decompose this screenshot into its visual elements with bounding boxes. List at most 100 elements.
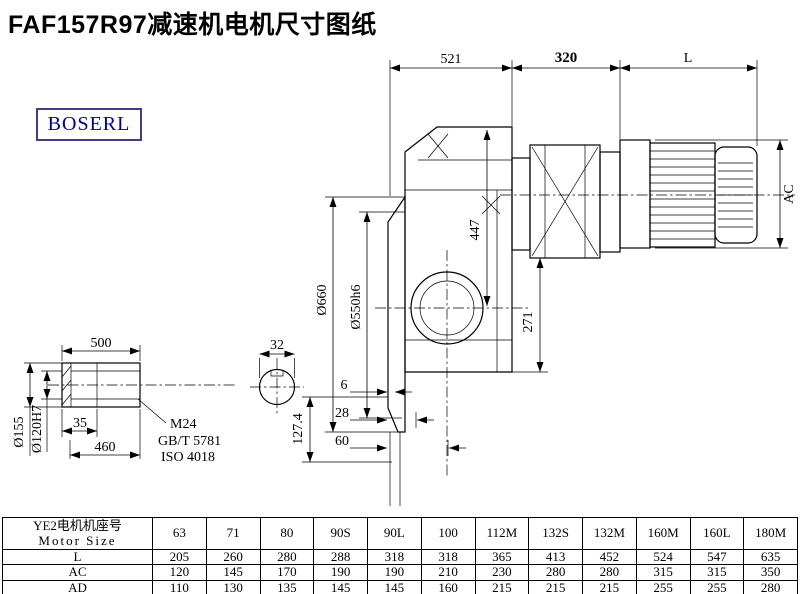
- col-header: 100: [420, 517, 476, 550]
- table-cell: 120: [152, 564, 207, 581]
- output-flange: [387, 195, 406, 506]
- gearbox-body: [404, 126, 513, 373]
- dim-d550h6: Ø550h6: [349, 284, 364, 329]
- shaft-detail: 500 35 460 Ø155 Ø120H7 M24 GB/T 5781 ISO…: [12, 336, 221, 465]
- shaft-section-view: 32: [258, 338, 296, 406]
- dim-AC: AC: [782, 184, 797, 203]
- table-cell: 315: [635, 564, 691, 581]
- dim-iso4018: ISO 4018: [161, 450, 215, 465]
- centerlines: [48, 194, 795, 478]
- table-cell: 413: [528, 548, 583, 566]
- row-label: AC: [2, 564, 153, 581]
- table-cell: 318: [420, 548, 476, 566]
- dim-6: 6: [341, 378, 348, 393]
- adapter-housing: [511, 144, 621, 259]
- table-cell: 160: [420, 579, 476, 594]
- boserl-logo-text: BOSERL: [47, 113, 131, 135]
- table-cell: 280: [528, 564, 583, 581]
- table-cell: 215: [528, 579, 583, 594]
- table-cell: 635: [743, 548, 798, 566]
- dim-bottom-offsets: 6 28 60 127.4: [291, 378, 466, 463]
- table-cell: 315: [689, 564, 745, 581]
- dim-d660: Ø660: [315, 284, 330, 315]
- dim-top-chain: 521 320 L: [389, 50, 758, 196]
- dim-521: 521: [441, 52, 462, 67]
- table-cell: 318: [367, 548, 422, 566]
- header-en: Motor Size: [38, 532, 117, 548]
- header-cn: YE2电机机座号: [33, 518, 122, 534]
- dim-500: 500: [91, 336, 112, 351]
- dim-320: 320: [555, 50, 578, 66]
- table-cell: 190: [313, 564, 368, 581]
- dim-gbt5781: GB/T 5781: [158, 434, 221, 449]
- table-header-motor-size: YE2电机机座号 Motor Size: [2, 517, 153, 550]
- table-cell: 255: [635, 579, 691, 594]
- dim-ac: AC: [655, 139, 797, 249]
- table-cell: 145: [205, 564, 261, 581]
- dim-447: 447: [468, 130, 491, 306]
- boserl-logo: BOSERL: [36, 108, 142, 141]
- svg-text:447: 447: [468, 220, 483, 241]
- table-cell: 280: [259, 548, 315, 566]
- col-header: 90L: [367, 517, 422, 550]
- shaft-hatch: [61, 365, 72, 406]
- table-cell: 130: [205, 579, 261, 594]
- table-cell: 110: [152, 579, 207, 594]
- table-cell: 230: [474, 564, 530, 581]
- table-cell: 350: [743, 564, 798, 581]
- svg-text:271: 271: [521, 312, 536, 333]
- table-header-row: YE2电机机座号 Motor Size 63 71 80 90S 90L 100…: [2, 517, 798, 550]
- motor-fins: [650, 150, 715, 240]
- dim-460: 460: [95, 440, 116, 455]
- row-label: AD: [2, 579, 153, 594]
- table-cell: 280: [743, 579, 798, 594]
- col-header: 160M: [635, 517, 691, 550]
- col-header: 63: [152, 517, 207, 550]
- table-cell: 255: [689, 579, 745, 594]
- table-cell: 365: [474, 548, 530, 566]
- col-header: 160L: [689, 517, 745, 550]
- dim-127-4: 127.4: [291, 413, 306, 445]
- table-cell: 205: [152, 548, 207, 566]
- table-row-L: L 205 260 280 288 318 318 365 413 452 52…: [2, 548, 798, 566]
- dim-271: 271: [512, 258, 548, 373]
- table-cell: 190: [367, 564, 422, 581]
- dim-d155: Ø155: [12, 416, 27, 447]
- table-cell: 280: [582, 564, 637, 581]
- table-cell: 145: [367, 579, 422, 594]
- table-cell: 547: [689, 548, 745, 566]
- col-header: 132S: [528, 517, 583, 550]
- col-header: 112M: [474, 517, 530, 550]
- col-header: 80: [259, 517, 315, 550]
- page-title: FAF157R97减速机电机尺寸图纸: [8, 11, 377, 39]
- dim-32: 32: [270, 338, 284, 353]
- dim-m24: M24: [170, 417, 196, 432]
- motor-dimension-table: YE2电机机座号 Motor Size 63 71 80 90S 90L 100…: [2, 517, 798, 594]
- dim-60: 60: [335, 434, 349, 449]
- table-row-AD: AD 110 130 135 145 145 160 215 215 215 2…: [2, 579, 798, 594]
- col-header: 132M: [582, 517, 637, 550]
- dim-28: 28: [335, 406, 349, 421]
- dim-flange-diameters: Ø660 Ø550h6: [315, 196, 405, 433]
- table-cell: 452: [582, 548, 637, 566]
- table-row-AC: AC 120 145 170 190 190 210 230 280 280 3…: [2, 564, 798, 581]
- col-header: 180M: [743, 517, 798, 550]
- table-cell: 215: [582, 579, 637, 594]
- table-cell: 145: [313, 579, 368, 594]
- col-header: 90S: [313, 517, 368, 550]
- table-cell: 170: [259, 564, 315, 581]
- table-cell: 215: [474, 579, 530, 594]
- table-cell: 135: [259, 579, 315, 594]
- table-cell: 210: [420, 564, 476, 581]
- dim-L: L: [684, 51, 693, 66]
- table-cell: 524: [635, 548, 691, 566]
- dim-35: 35: [73, 416, 87, 431]
- dim-d120h7: Ø120H7: [30, 405, 45, 453]
- col-header: 71: [205, 517, 261, 550]
- fan-cowl-lines: [718, 162, 753, 228]
- motor-body: [619, 139, 758, 249]
- row-label: L: [2, 548, 153, 566]
- table-cell: 260: [205, 548, 261, 566]
